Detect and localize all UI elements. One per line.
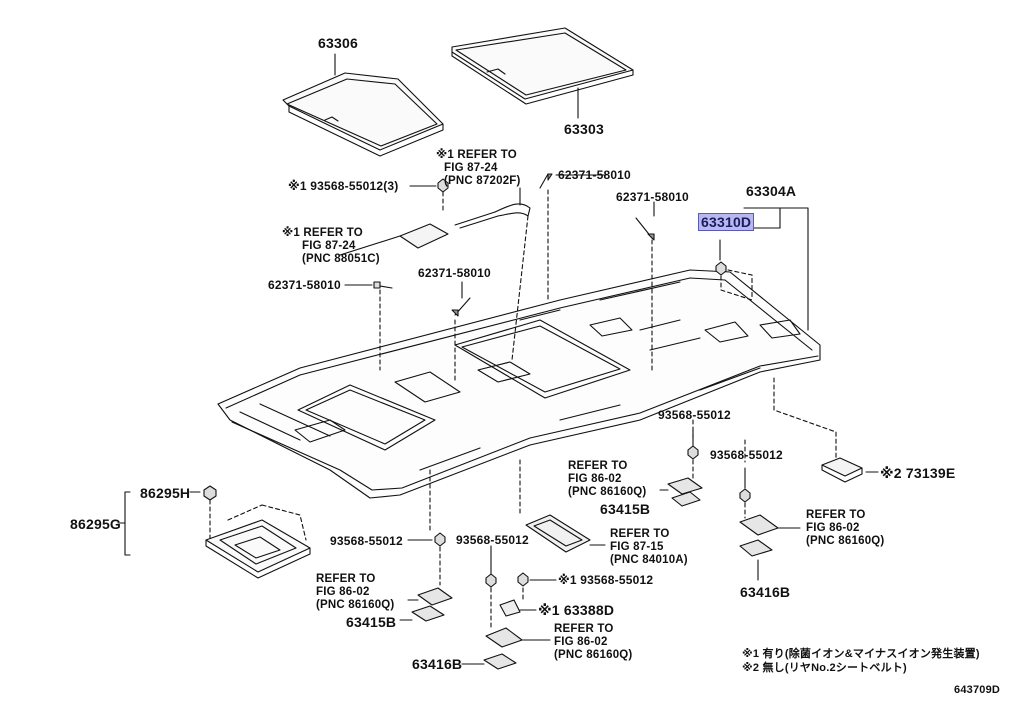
- label-93568-m1[interactable]: 93568-55012: [330, 534, 403, 548]
- label-93568-m2[interactable]: 93568-55012: [456, 533, 529, 547]
- note-1: ※1 有り(除菌イオン&マイナスイオン発生装置): [742, 648, 980, 660]
- label-63416B-a[interactable]: 63416B: [740, 584, 791, 600]
- diagram-id: 643709D: [954, 684, 1001, 696]
- ref-fig-87-24-b[interactable]: ※1 REFER TO FIG 87-24 (PNC 88051C): [282, 227, 380, 265]
- ref-fig-86-02-c[interactable]: REFER TO FIG 86-02 (PNC 86160Q): [316, 573, 395, 611]
- ref-fig-87-24-a[interactable]: ※1 REFER TO FIG 87-24 (PNC 87202F): [436, 149, 521, 187]
- ref-fig-86-02-d[interactable]: REFER TO FIG 86-02 (PNC 86160Q): [554, 623, 633, 661]
- label-93568-top[interactable]: ※1 93568-55012(3): [288, 179, 399, 193]
- sunshade-panel-63306: [282, 53, 444, 157]
- label-93568-x1[interactable]: ※1 93568-55012: [558, 573, 654, 587]
- bracket-63304a: [743, 207, 809, 331]
- ref-fig-87-15[interactable]: REFER TO FIG 87-15 (PNC 84010A): [610, 528, 688, 566]
- ref-fig-86-02-a[interactable]: REFER TO FIG 86-02 (PNC 86160Q): [568, 460, 647, 498]
- label-63304A[interactable]: 63304A: [746, 183, 797, 199]
- roof-headliner-63304A: [217, 269, 821, 499]
- label-86295H[interactable]: 86295H: [140, 485, 191, 501]
- label-63306[interactable]: 63306: [318, 35, 358, 51]
- label-86295G[interactable]: 86295G: [70, 516, 122, 532]
- label-63310D[interactable]: 63310D: [698, 213, 755, 231]
- overhead-console-86295G: [203, 485, 311, 579]
- label-63303[interactable]: 63303: [564, 121, 604, 137]
- note-2: ※2 無し(リヤNo.2シートベルト): [742, 662, 907, 674]
- label-63415B-a[interactable]: 63415B: [600, 501, 651, 517]
- label-63415B-b[interactable]: 63415B: [346, 614, 397, 630]
- label-62371-a[interactable]: 62371-58010: [558, 168, 631, 182]
- label-63388D[interactable]: ※1 63388D: [538, 602, 615, 618]
- label-73139E[interactable]: ※2 73139E: [880, 465, 956, 481]
- roof-panel-63303: [451, 27, 634, 119]
- ref-fig-86-02-b[interactable]: REFER TO FIG 86-02 (PNC 86160Q): [806, 509, 885, 547]
- label-62371-c[interactable]: 62371-58010: [268, 278, 341, 292]
- label-62371-b[interactable]: 62371-58010: [616, 190, 689, 204]
- label-93568-r1[interactable]: 93568-55012: [658, 408, 731, 422]
- bracket-86295g: [117, 491, 131, 556]
- label-63416B-b[interactable]: 63416B: [412, 656, 463, 672]
- label-93568-r2[interactable]: 93568-55012: [710, 448, 783, 462]
- console-dashed-guides: [209, 499, 307, 541]
- label-62371-d[interactable]: 62371-58010: [418, 266, 491, 280]
